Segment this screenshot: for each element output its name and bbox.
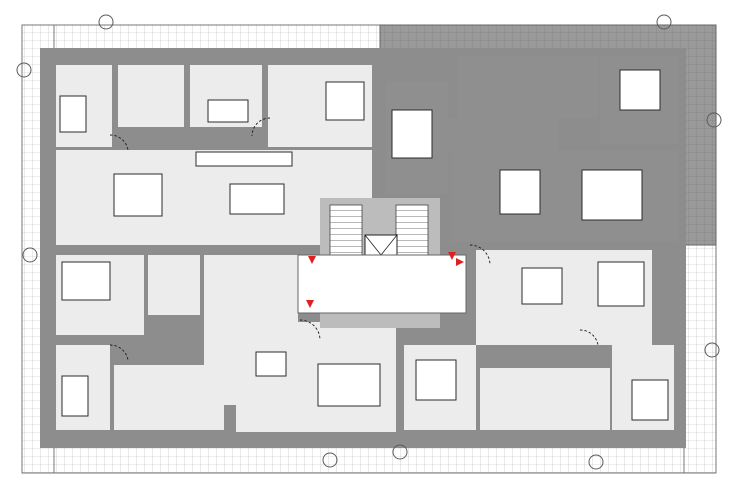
entrance-markers [306, 252, 464, 308]
entrance-marker [448, 252, 456, 260]
bath-ne [458, 56, 598, 118]
bathroom-1 [118, 65, 184, 127]
hall-ne [448, 118, 558, 152]
furniture [59, 69, 669, 421]
entrance-marker [306, 300, 314, 308]
bath-sw [148, 255, 200, 315]
planters [16, 14, 722, 470]
bath-sw-2 [114, 365, 224, 430]
bath-se [480, 368, 610, 430]
door-swings [109, 117, 599, 361]
stair-core [297, 198, 467, 328]
landing-hall [297, 254, 467, 314]
entrance-marker [308, 256, 316, 264]
living-ne [452, 150, 678, 242]
entrance-marker [456, 258, 464, 266]
